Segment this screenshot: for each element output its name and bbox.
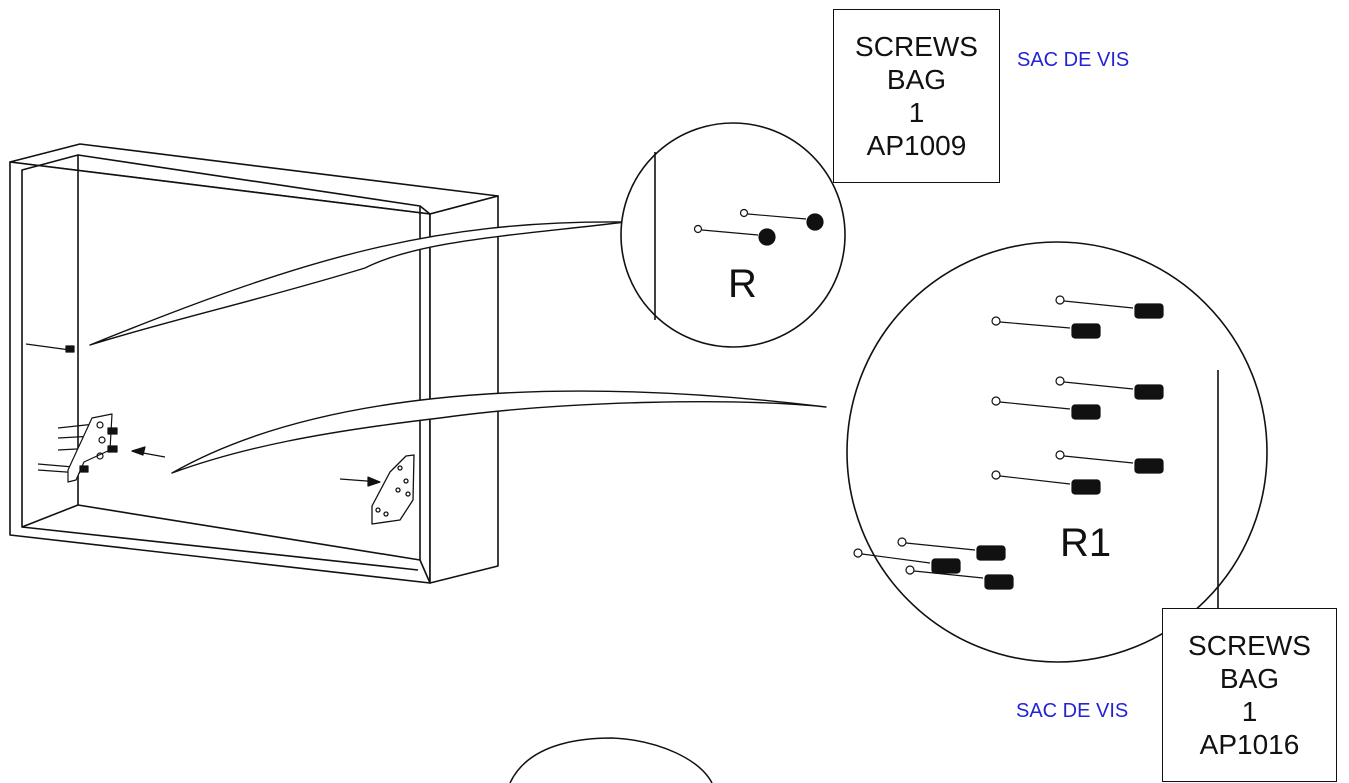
cabinet-screws <box>25 343 118 483</box>
bag-top-translation: SAC DE VIS <box>1017 49 1130 71</box>
bag-bottom-translation: SAC DE VIS <box>1016 700 1129 722</box>
bag-bottom-line-2: BAG <box>1219 663 1280 694</box>
direction-arrows <box>131 446 381 487</box>
corner-bracket <box>371 454 415 525</box>
bag-bottom-line-3: 1 <box>1241 696 1258 727</box>
callout-circle-bottom <box>846 241 1268 663</box>
bag-bottom-line-1: SCREWS <box>1188 630 1311 661</box>
callout-letter-bottom: R1 <box>1060 521 1112 565</box>
callout-letter-top: R <box>728 262 757 306</box>
callout-pointer-top <box>89 221 626 346</box>
bag-top-line-2: BAG <box>886 64 947 95</box>
bag-top-line-1: SCREWS <box>855 31 978 62</box>
cabinet-frame <box>9 143 499 584</box>
bag-top-line-3: 1 <box>908 97 925 128</box>
bag-bottom-line-4: AP1016 <box>1199 729 1300 760</box>
bag-top-line-4: AP1009 <box>866 130 967 161</box>
callout-pointer-bottom <box>171 390 827 474</box>
callout-circle-top <box>620 122 846 348</box>
screws-bag-label-bottom: SCREWS BAG 1 AP1016 <box>1162 608 1337 782</box>
screws-bag-label-top: SCREWS BAG 1 AP1009 <box>833 9 1000 183</box>
callout-circle-partial <box>509 737 713 783</box>
